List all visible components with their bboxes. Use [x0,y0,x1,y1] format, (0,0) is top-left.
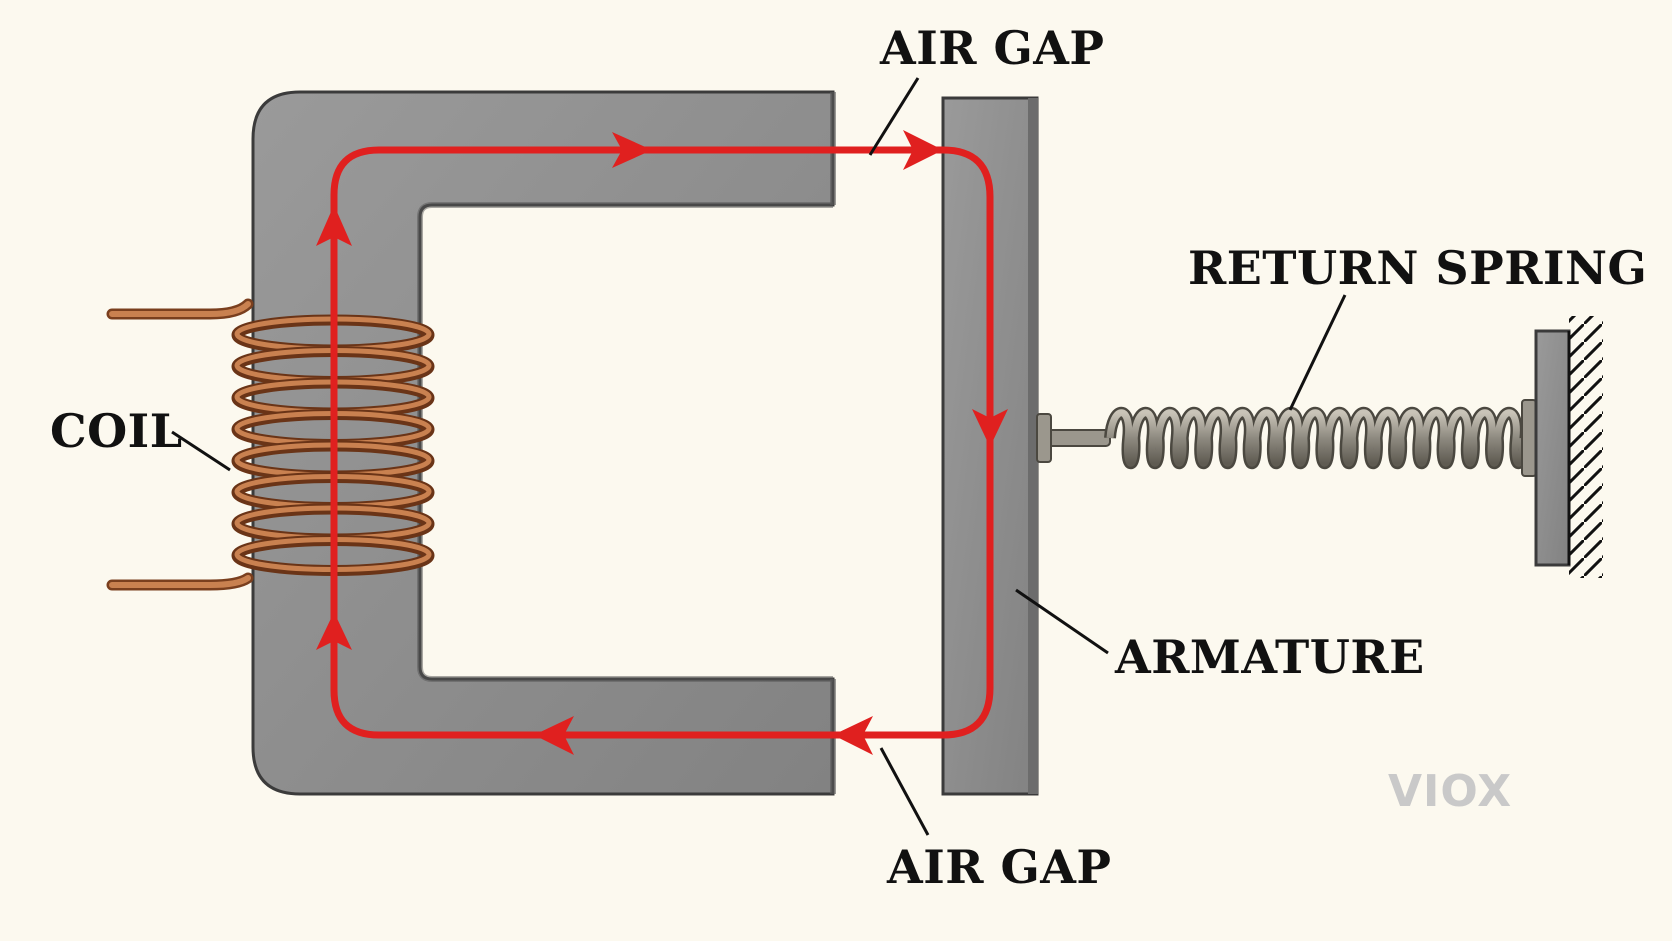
wall-mount [1534,316,1603,578]
flux-arrow-top [612,132,652,168]
label-air-gap-top: AIR GAP [879,21,1105,75]
label-air-gap-bottom: AIR GAP [886,840,1112,894]
label-return-spring: RETURN SPRING [1188,241,1647,295]
flux-arrow-bottom [534,716,574,755]
label-coil: COIL [50,404,183,458]
viox-logo: VIOX [1388,766,1512,817]
flux-arrow-armature [972,409,1008,447]
return-spring [1036,399,1537,477]
flux-path [316,130,1008,755]
leader-air-gap-top [868,77,920,156]
leader-lines [171,77,1347,836]
leader-air-gap-bottom [879,747,930,836]
label-armature: ARMATURE [1114,630,1425,684]
flux-arrow-gap-top [903,130,943,170]
leader-return-spring [1288,294,1347,411]
leader-armature [1015,588,1109,655]
flux-arrow-gap-bottom [833,716,873,755]
flux-arrow-left-upper [316,205,352,246]
flux-arrow-left-lower [316,612,352,650]
leader-coil [171,430,231,472]
